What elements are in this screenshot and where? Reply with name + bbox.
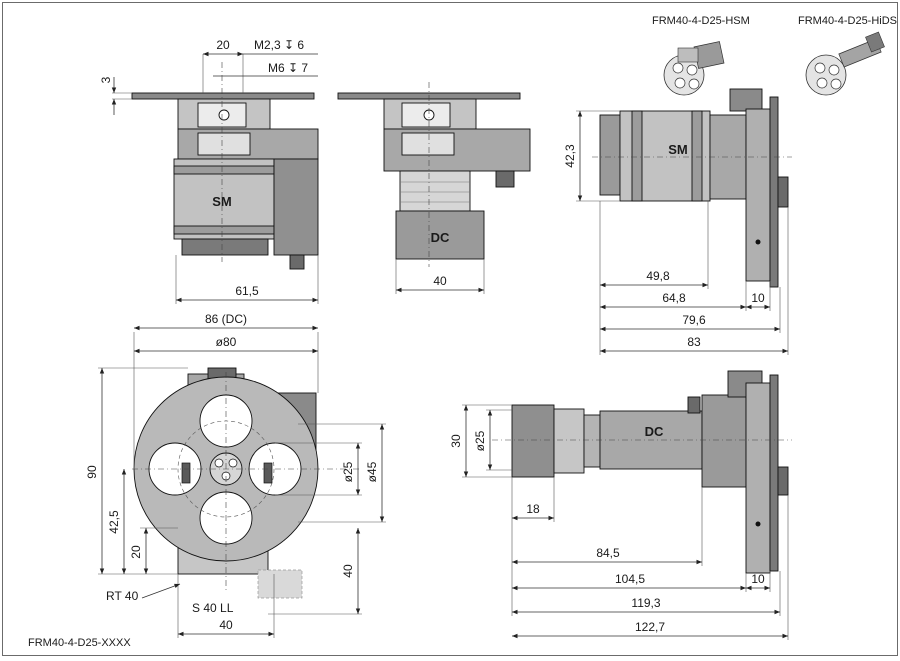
dim-o25-side: ø25 bbox=[473, 430, 487, 451]
dim-90: 90 bbox=[85, 465, 99, 479]
view-side-dc: DC 30 ø25 18 84,5 104,5 10 119,3 122,7 bbox=[449, 370, 792, 640]
dim-10-side: 10 bbox=[751, 572, 765, 586]
dim-o45: ø45 bbox=[365, 461, 379, 482]
connector-nut bbox=[289, 254, 305, 270]
s40ll-label: S 40 LL bbox=[192, 601, 234, 615]
dim-40: 40 bbox=[433, 274, 447, 288]
dim-1227: 122,7 bbox=[635, 620, 665, 634]
dim-40-vertical: 40 bbox=[341, 564, 355, 578]
dim-20: 20 bbox=[216, 38, 230, 52]
dc-motor-body bbox=[395, 210, 485, 260]
view-top-left: SM 20 M2,3 ↧ 6 M6 ↧ 7 3 61,5 bbox=[99, 38, 319, 304]
motor-label-dc: DC bbox=[431, 230, 450, 245]
motor-label-sm-side: SM bbox=[668, 142, 688, 157]
motor-band bbox=[173, 225, 275, 235]
dim-20-front: 20 bbox=[129, 545, 143, 559]
coupling bbox=[399, 170, 471, 212]
dim-86dc: 86 (DC) bbox=[205, 312, 247, 326]
thumb-hids-label: FRM40-4-D25-HiDS bbox=[798, 15, 897, 27]
view-top-middle: DC 40 bbox=[337, 82, 531, 294]
dim-1045: 104,5 bbox=[615, 572, 645, 586]
dim-m6: M6 ↧ 7 bbox=[268, 61, 308, 75]
dim-10-top: 10 bbox=[751, 291, 765, 305]
thumb-hids-image bbox=[805, 31, 885, 96]
dim-40-horizontal: 40 bbox=[219, 618, 233, 632]
dim-83: 83 bbox=[687, 335, 701, 349]
dim-30: 30 bbox=[449, 434, 463, 448]
thumb-hsm-image bbox=[663, 41, 725, 96]
gear-window bbox=[197, 132, 251, 156]
rt40-label: RT 40 bbox=[106, 589, 139, 603]
dim-648: 64,8 bbox=[662, 291, 686, 305]
mounting-plate bbox=[131, 92, 315, 100]
dim-m23: M2,3 ↧ 6 bbox=[254, 38, 304, 52]
view-top-right: SM 42,3 49,8 64,8 10 79,6 83 bbox=[563, 88, 792, 355]
thumbnails: FRM40-4-D25-HSM FRM40-4-D25-HiDS bbox=[652, 15, 897, 96]
part-code: FRM40-4-D25-XXXX bbox=[28, 637, 131, 649]
motor-end-cap bbox=[599, 114, 621, 196]
mount-hole bbox=[218, 109, 230, 121]
motor-label-dc-side: DC bbox=[645, 424, 664, 439]
thumb-hsm-label: FRM40-4-D25-HSM bbox=[652, 15, 750, 27]
view-front: S 40 LL 86 (DC) ø80 90 42,5 20 ø25 ø45 4… bbox=[85, 312, 386, 638]
dim-o25-front: ø25 bbox=[341, 461, 355, 482]
dim-3: 3 bbox=[99, 76, 113, 83]
dim-498: 49,8 bbox=[646, 269, 670, 283]
dc-end-cap bbox=[511, 404, 555, 478]
dim-18: 18 bbox=[526, 502, 540, 516]
dim-845: 84,5 bbox=[596, 546, 620, 560]
gear-housing bbox=[701, 394, 747, 488]
dim-615: 61,5 bbox=[235, 284, 259, 298]
dim-1193: 119,3 bbox=[631, 596, 660, 610]
dim-425: 42,5 bbox=[107, 510, 121, 534]
motor-band bbox=[173, 165, 275, 175]
dim-o80: ø80 bbox=[216, 335, 237, 349]
dim-796: 79,6 bbox=[682, 313, 706, 327]
motor-side-block bbox=[273, 158, 319, 256]
filter-wheel-edge bbox=[745, 108, 771, 282]
filter-wheel-edge bbox=[745, 382, 771, 574]
dim-423: 42,3 bbox=[563, 144, 577, 168]
connector-nut bbox=[495, 170, 515, 188]
motor-end-cap bbox=[181, 238, 269, 256]
